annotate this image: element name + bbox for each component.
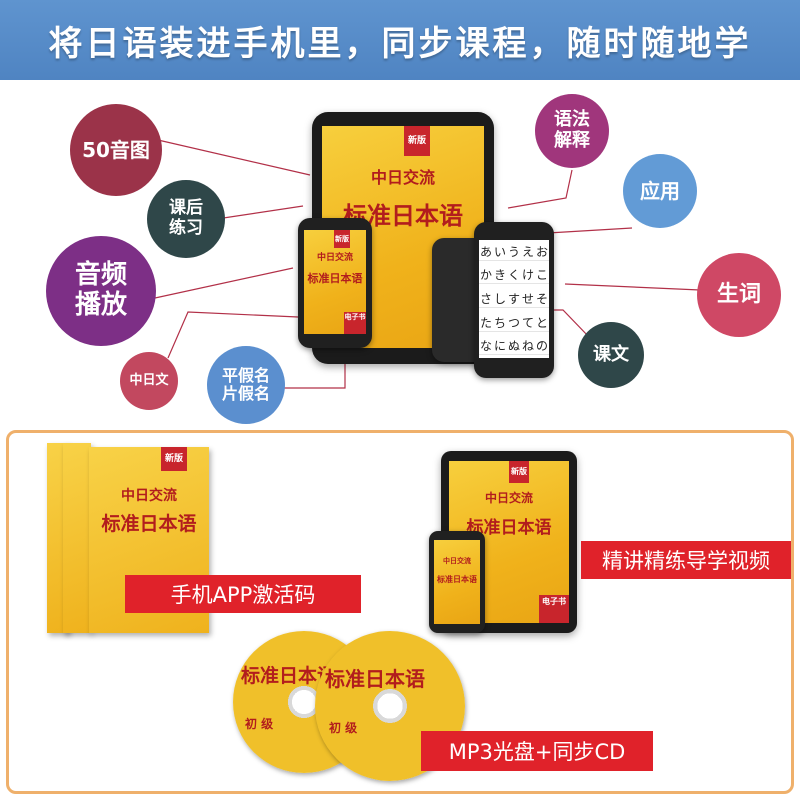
line-apply [547,227,633,234]
disc-left-title: 标准日本语 [241,665,337,687]
kana-cell: つ [507,315,521,332]
label-app-code: 手机APP激活码 [125,575,361,613]
line-cn-jp [167,311,299,359]
bubble-vocab: 生词 [697,253,781,337]
kana-screen: あ い う え お か き く け こ さ し す せ そ た ち つ て と … [479,240,549,358]
label-video: 精讲精练导学视频 [581,541,791,579]
kana-cell: こ [535,268,549,285]
bubble-gojuon-label: 50音图 [82,137,150,162]
bubble-apply: 应用 [623,154,697,228]
video-new-tag: 新版 [509,461,529,483]
bubble-text: 课文 [578,322,644,388]
line-exercise [209,205,304,221]
phone-new-tag: 新版 [334,230,350,248]
line-vocab [564,283,701,291]
kana-cell: え [521,244,535,261]
book-new-tag: 新版 [161,447,187,471]
bubble-grammar-label: 语法 解释 [554,109,590,151]
bubble-text-label: 课文 [593,343,629,365]
bubble-audio: 音频 播放 [46,236,156,346]
kana-cell: け [521,268,535,285]
banner-title: 将日语装进手机里，同步课程，随时随地学 [48,23,752,64]
bubble-grammar: 语法 解释 [535,94,609,168]
kana-cell: そ [535,291,549,308]
kana-cell: ぬ [507,339,521,356]
kana-cell: な [479,339,493,356]
phone-kana-device: あ い う え お か き く け こ さ し す せ そ た ち つ て と … [474,222,554,378]
bubble-exercise: 课后 练习 [147,180,225,258]
kana-cell: の [535,339,549,356]
connector-lines [154,139,701,389]
kana-cell: お [535,244,549,261]
label-mp3: MP3光盘+同步CD [421,731,653,771]
bubble-vocab-label: 生词 [716,282,761,308]
phone-ebook-tag: 电子书 [344,312,366,334]
video-title: 标准日本语 [466,518,552,538]
line-grammar [507,169,573,209]
kana-cell: き [493,268,507,285]
book-spine-front [63,443,91,633]
kana-cell: し [493,291,507,308]
kana-cell: と [535,315,549,332]
video-phone-screen: 中日交流 标准日本语 [434,540,480,624]
kana-cell: す [507,291,521,308]
top-banner: 将日语装进手机里，同步课程，随时随地学 [0,0,800,80]
phone-left-device: 新版 中日交流 标准日本语 电子书 [298,218,372,348]
video-phone-title: 标准日本语 [437,574,477,584]
kana-cell: あ [479,244,493,261]
video-series: 中日交流 [484,491,533,505]
line-audio [154,267,294,299]
kana-cell: か [479,268,493,285]
kana-cell: ち [493,315,507,332]
kana-cell: う [507,244,521,261]
product-panel: 新版 中日交流 标准日本语 手机APP激活码 新版 中日交流 标准日本语 电子书… [6,430,794,794]
kana-cell: に [493,339,507,356]
book-title: 标准日本语 [101,513,197,535]
video-phone-series: 中日交流 [443,556,471,565]
kana-cell: て [521,315,535,332]
bubble-apply-label: 应用 [640,178,680,203]
cover-series: 中日交流 [370,168,435,187]
phone-left-screen: 新版 中日交流 标准日本语 电子书 [304,230,366,334]
video-ebook-tag: 电子书 [539,595,569,623]
bubble-audio-label: 音频 播放 [74,260,127,320]
new-edition-tag: 新版 [404,126,430,156]
bubble-kana: 平假名 片假名 [207,346,285,424]
disc-right-level: 初 级 [329,721,358,735]
kana-cell: い [493,244,507,261]
disc-right-title: 标准日本语 [325,667,425,691]
bubble-gojuon: 50音图 [70,104,162,196]
phone-cover-title: 标准日本语 [307,272,363,285]
book-series: 中日交流 [121,488,177,504]
video-phone-device: 中日交流 标准日本语 [429,531,485,633]
kana-cell: ね [521,339,535,356]
disc-left-level: 初 级 [245,717,274,731]
line-gojuon [157,139,311,176]
bubble-cn-jp-label: 中日文 [129,372,169,388]
phone-cover-series: 中日交流 [316,253,353,263]
kana-cell: く [507,268,521,285]
kana-cell: せ [521,291,535,308]
kana-cell: た [479,315,493,332]
bubble-exercise-label: 课后 练习 [169,198,203,238]
bubble-kana-label: 平假名 片假名 [221,365,270,403]
kana-cell: さ [479,291,493,308]
bubble-cn-jp: 中日文 [120,352,178,410]
